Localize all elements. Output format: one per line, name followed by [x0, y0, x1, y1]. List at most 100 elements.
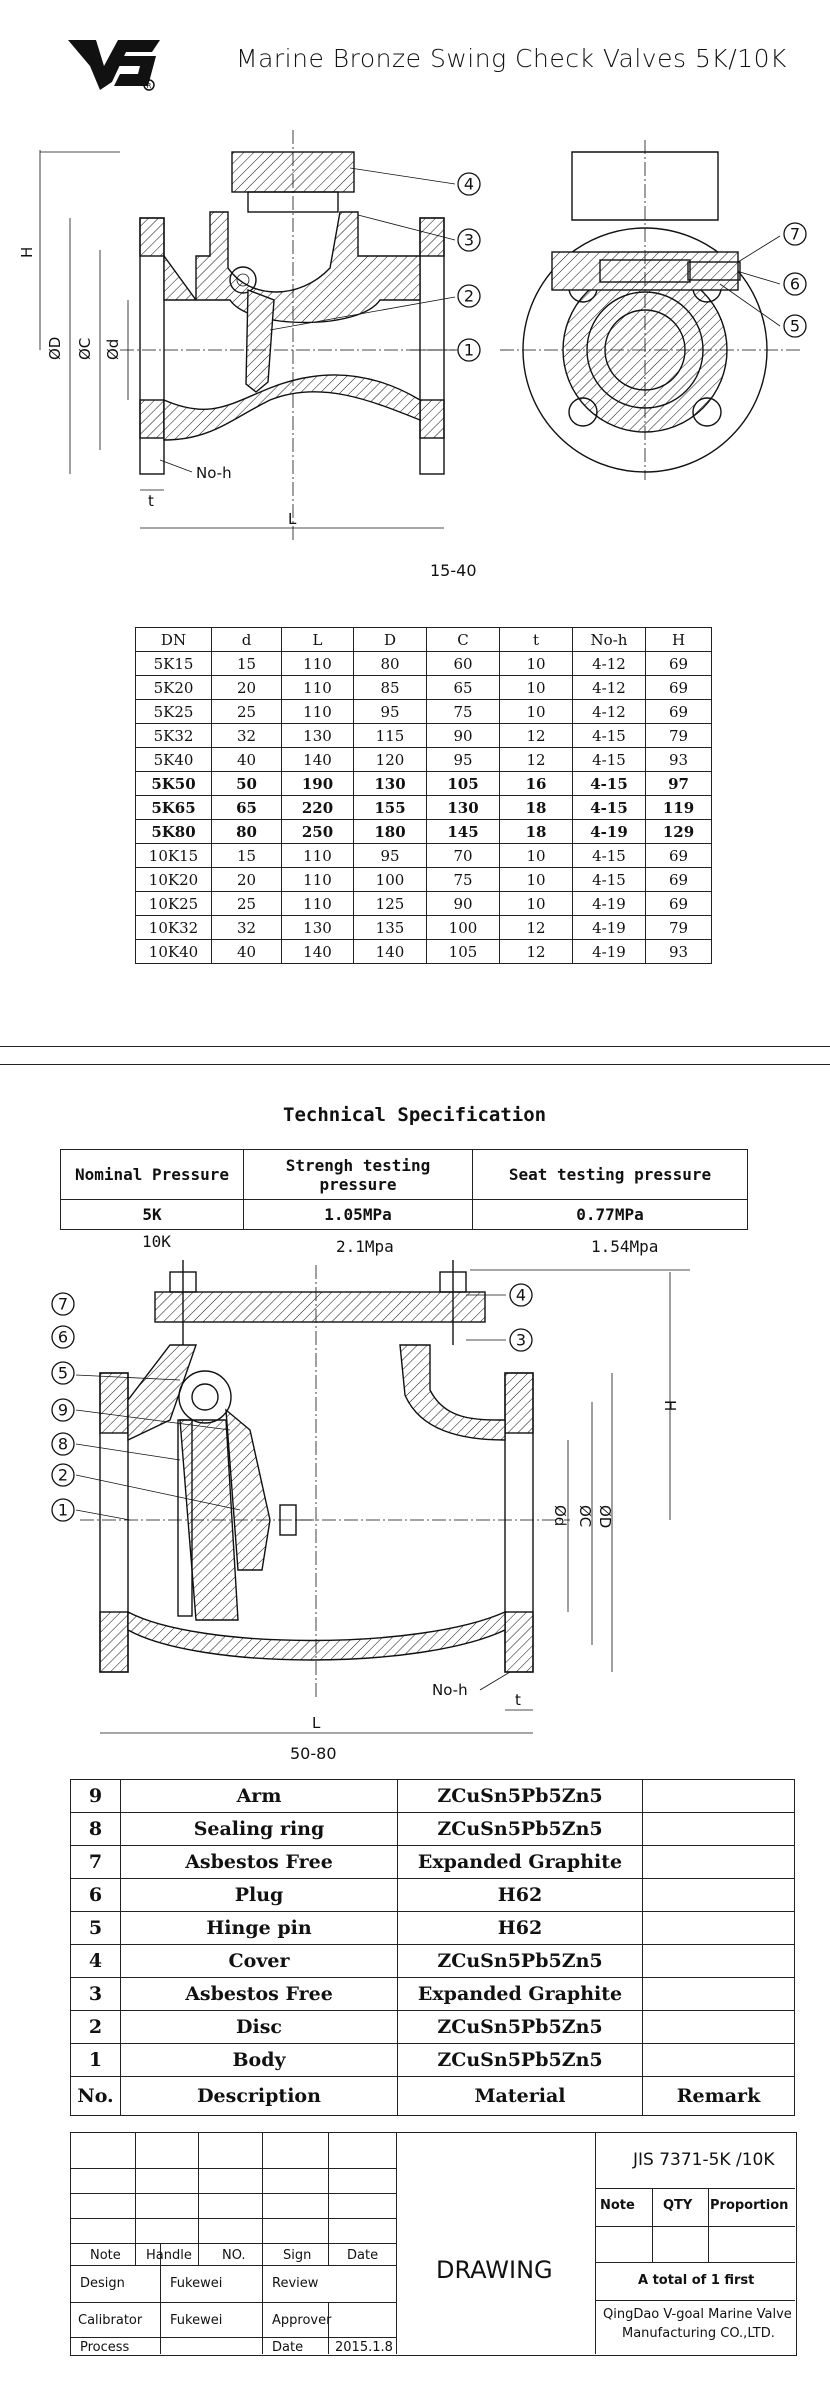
balloon-4: 4: [457, 172, 481, 196]
parts-cell: Expanded Graphite: [397, 1845, 643, 1879]
table-cell: 12: [499, 939, 573, 964]
parts-cell: [642, 1977, 795, 2011]
table-cell: 15: [211, 651, 282, 676]
table-cell: 130: [281, 915, 354, 940]
svg-text:4: 4: [516, 1286, 526, 1305]
table-cell: 18: [499, 795, 573, 820]
parts-cell: ZCuSn5Pb5Zn5: [397, 1944, 643, 1978]
table-cell: 120: [353, 747, 427, 772]
table-cell: 65: [211, 795, 282, 820]
parts-cell: Cover: [120, 1944, 398, 1978]
balloon-b-4: 4: [509, 1283, 533, 1307]
col-c: C: [426, 627, 500, 652]
table-cell: 65: [426, 675, 500, 700]
table-cell: 5K40: [135, 747, 212, 772]
spec-nominal-10k: 10K: [142, 1232, 171, 1251]
balloon-1: 1: [457, 338, 481, 362]
table-cell: 180: [353, 819, 427, 844]
table-cell: 25: [211, 699, 282, 724]
table-cell: 5K80: [135, 819, 212, 844]
table-cell: 130: [281, 723, 354, 748]
parts-cell: Disc: [120, 2010, 398, 2044]
parts-cell: 1: [70, 2043, 121, 2077]
table-cell: 4-15: [572, 843, 646, 868]
table-cell: 110: [281, 699, 354, 724]
table-cell: 100: [426, 915, 500, 940]
table-cell: 32: [211, 723, 282, 748]
table-cell: 40: [211, 747, 282, 772]
tb-designer-name: Fukewei: [170, 2276, 223, 2291]
table-cell: 90: [426, 891, 500, 916]
parts-cell: 3: [70, 1977, 121, 2011]
table-cell: 18: [499, 819, 573, 844]
drawing-15-40: H ØD ØC Ød No-h t L: [18, 130, 807, 540]
table-cell: 4-15: [572, 747, 646, 772]
svg-text:5: 5: [790, 317, 800, 336]
parts-cell: [642, 1911, 795, 1945]
table-cell: 70: [426, 843, 500, 868]
table-cell: 16: [499, 771, 573, 796]
parts-cell: [642, 1944, 795, 1978]
col-big-d: D: [353, 627, 427, 652]
parts-cell: 8: [70, 1812, 121, 1846]
dim-noh-label: No-h: [196, 464, 232, 482]
parts-cell: 7: [70, 1845, 121, 1879]
drawing-50-80: H ØD ØC Ød No-h t L 7 6 5 9 8 2 1 4 3: [51, 1260, 690, 1734]
valve-section-view-b: H ØD ØC Ød No-h t L: [75, 1260, 690, 1734]
section-divider-2: [0, 1064, 830, 1065]
dim-h-label-b: H: [661, 1400, 679, 1411]
table-cell: 110: [281, 891, 354, 916]
svg-text:9: 9: [58, 1401, 68, 1420]
table-cell: 5K50: [135, 771, 212, 796]
table-cell: 110: [281, 651, 354, 676]
parts-cell: Asbestos Free: [120, 1977, 398, 2011]
svg-text:5: 5: [58, 1364, 68, 1383]
size-range-label-a: 15-40: [430, 561, 477, 580]
table-cell: 80: [353, 651, 427, 676]
tb-drawing-label: DRAWING: [436, 2256, 553, 2284]
spec-seat-10k: 1.54Mpa: [591, 1237, 659, 1256]
svg-text:R: R: [147, 82, 152, 90]
table-cell: 115: [353, 723, 427, 748]
parts-cell: Hinge pin: [120, 1911, 398, 1945]
table-cell: 69: [645, 867, 712, 892]
tb-qty: QTY: [663, 2198, 693, 2213]
table-cell: 4-12: [572, 675, 646, 700]
table-cell: 90: [426, 723, 500, 748]
balloon-b-7: 7: [51, 1292, 75, 1316]
parts-cell: 4: [70, 1944, 121, 1978]
dim-t-label-b: t: [515, 1691, 521, 1709]
table-cell: 100: [353, 867, 427, 892]
parts-cell: [642, 1845, 795, 1879]
table-cell: 4-15: [572, 795, 646, 820]
valve-section-view-a: H ØD ØC Ød No-h t L: [18, 130, 470, 540]
valve-end-view-a: [500, 140, 800, 480]
dimension-table-header: DN d L D C t No-h H: [135, 627, 712, 652]
parts-cell: Expanded Graphite: [397, 1977, 643, 2011]
table-cell: 110: [281, 867, 354, 892]
parts-cell: H62: [397, 1911, 643, 1945]
table-cell: 4-15: [572, 867, 646, 892]
table-cell: 79: [645, 723, 712, 748]
table-cell: 75: [426, 867, 500, 892]
table-cell: 12: [499, 747, 573, 772]
col-d: d: [211, 627, 282, 652]
tb-proportion: Proportion: [710, 2198, 789, 2213]
balloon-b-2: 2: [51, 1463, 75, 1487]
table-cell: 69: [645, 651, 712, 676]
table-cell: 10: [499, 867, 573, 892]
table-cell: 85: [353, 675, 427, 700]
table-cell: 69: [645, 891, 712, 916]
tb-date-value: 2015.1.8: [335, 2340, 393, 2355]
section-divider: [0, 1046, 830, 1047]
parts-cell: 5: [70, 1911, 121, 1945]
